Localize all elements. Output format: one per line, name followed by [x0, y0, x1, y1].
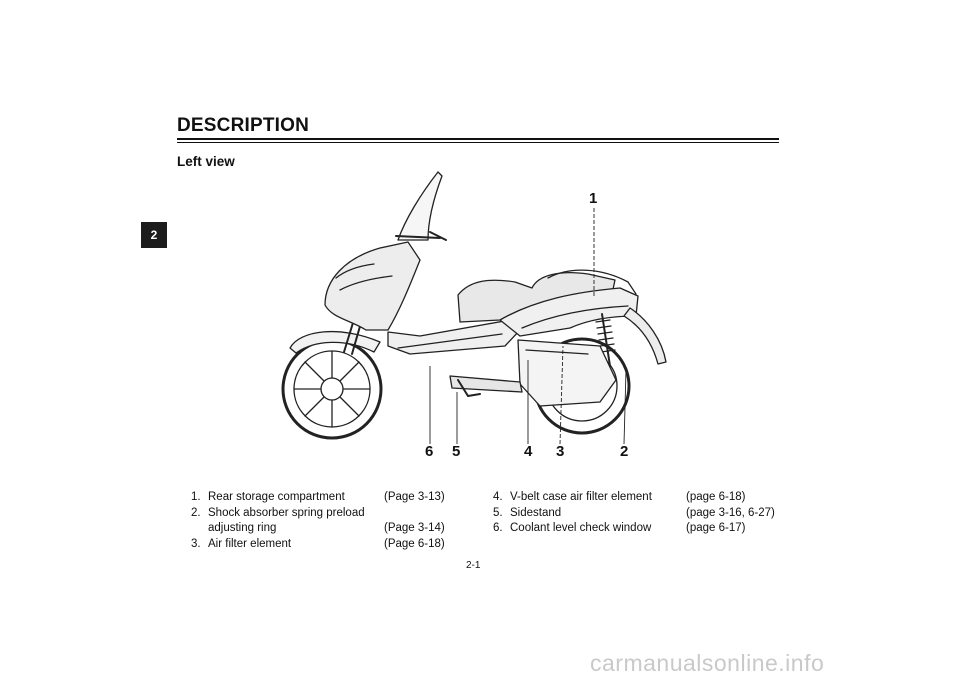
callout-2: 2: [620, 443, 629, 460]
scooter-illustration: [281, 171, 667, 445]
page-title: DESCRIPTION: [177, 115, 310, 136]
legend-number: 6.: [493, 522, 503, 534]
legend-number: 2.: [191, 506, 201, 519]
legend-text: Sidestand: [510, 506, 562, 519]
legend-text: Shock absorber spring preload: [208, 506, 365, 519]
callout-6: 6: [425, 443, 434, 460]
legend-right: 4. V-belt case air filter element (page …: [493, 490, 775, 537]
legend-page-ref: (Page 3-13): [384, 491, 445, 503]
legend-page-ref: (page 6-18): [686, 491, 746, 503]
legend-item: 4. V-belt case air filter element (page …: [493, 490, 775, 506]
legend-number: 1.: [191, 491, 201, 503]
legend-item: 3. Air filter element (Page 6-18): [191, 537, 445, 553]
legend-number: 4.: [493, 491, 503, 503]
watermark: carmanualsonline.info: [590, 650, 825, 676]
callout-1: 1: [589, 190, 598, 207]
legend-page-ref: (Page 6-18): [384, 537, 445, 550]
legend-text: Air filter element: [208, 537, 292, 550]
legend-item: 5. Sidestand (page 3-16, 6-27): [493, 506, 775, 522]
legend-page-ref: (page 3-16, 6-27): [686, 506, 775, 519]
legend-item: 1. Rear storage compartment (Page 3-13): [191, 490, 445, 506]
section-subtitle: Left view: [177, 154, 235, 169]
legend-text: adjusting ring: [208, 522, 277, 534]
callout-4: 4: [524, 443, 533, 460]
legend-page-ref: (page 6-17): [686, 522, 746, 534]
legend-number: 3.: [191, 537, 201, 550]
legend-page-ref: (Page 3-14): [384, 522, 445, 534]
legend-number: [191, 521, 208, 537]
legend-text: V-belt case air filter element: [510, 491, 652, 503]
legend-item: 6. Coolant level check window (page 6-17…: [493, 521, 775, 537]
legend-left: 1. Rear storage compartment (Page 3-13) …: [191, 490, 445, 552]
callout-5: 5: [452, 443, 461, 460]
legend-text: Coolant level check window: [510, 522, 652, 534]
legend-item: 2. Shock absorber spring preload: [191, 506, 445, 522]
page-number: 2-1: [466, 560, 481, 571]
title-rule-thick: [177, 138, 779, 140]
callout-3: 3: [556, 443, 565, 460]
title-rule-thin: [177, 142, 779, 143]
legend-item: adjusting ring (Page 3-14): [191, 521, 445, 537]
legend-number: 5.: [493, 506, 503, 519]
chapter-tab: 2: [141, 222, 167, 248]
legend-text: Rear storage compartment: [208, 491, 345, 503]
